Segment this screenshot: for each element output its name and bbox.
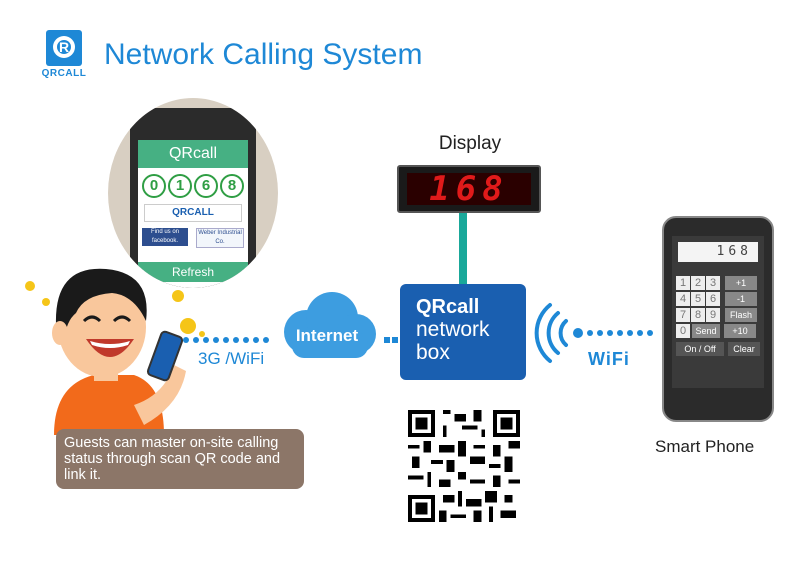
network-box: QRcall network box: [400, 284, 526, 380]
key-2[interactable]: 2: [691, 276, 705, 290]
network-box-line1: QRcall: [416, 296, 480, 318]
led-display: 168: [397, 165, 541, 213]
on-off-button[interactable]: On / Off: [676, 342, 724, 356]
guest-note: Guests can master on-site calling status…: [56, 429, 304, 489]
app-badges: Find us on facebook. Weber Industrial Co…: [142, 228, 244, 248]
page-title: Network Calling System: [104, 38, 423, 71]
send-button[interactable]: Send: [692, 324, 720, 338]
app-digits: 0 1 6 8: [138, 174, 248, 198]
key-7[interactable]: 7: [676, 308, 690, 322]
network-box-line2: network: [416, 318, 490, 341]
app-digit: 8: [220, 174, 244, 198]
cloud-icon: [284, 292, 376, 358]
key-5[interactable]: 5: [691, 292, 705, 306]
key-9[interactable]: 9: [706, 308, 720, 322]
phone-screen: 168 1 2 3 +1 4 5 6 -1 7 8 9 Flash 0: [672, 236, 764, 388]
qr-code: [408, 410, 520, 522]
qrcall-logo-icon: R: [46, 30, 82, 66]
app-brand: QRCALL: [144, 204, 242, 222]
app-digit: 0: [142, 174, 166, 198]
mobile-link-label: 3G /WiFi: [198, 349, 265, 368]
internet-label: Internet: [295, 326, 359, 345]
display-label: Display: [438, 133, 502, 154]
logo-text: QRCALL: [41, 68, 87, 79]
clear-button[interactable]: Clear: [728, 342, 760, 356]
key-6[interactable]: 6: [706, 292, 720, 306]
display-stand: [459, 213, 467, 288]
smart-phone-caption: Smart Phone: [655, 437, 755, 456]
bubble-phone-screen: QRcall 0 1 6 8 QRCALL Find us on faceboo…: [138, 140, 248, 288]
weber-badge[interactable]: Weber Industrial Co.: [196, 228, 244, 248]
plus-one-button[interactable]: +1: [725, 276, 757, 290]
app-preview-bubble: QRcall 0 1 6 8 QRCALL Find us on faceboo…: [108, 98, 278, 288]
plus-ten-button[interactable]: +10: [724, 324, 756, 338]
keypad: 1 2 3 +1 4 5 6 -1 7 8 9 Flash 0 Send +10: [676, 276, 760, 358]
facebook-badge[interactable]: Find us on facebook.: [142, 228, 188, 246]
bubble-phone: QRcall 0 1 6 8 QRCALL Find us on faceboo…: [130, 108, 256, 288]
key-1[interactable]: 1: [676, 276, 690, 290]
minus-one-button[interactable]: -1: [725, 292, 757, 306]
phone-number-display: 168: [678, 242, 758, 262]
guest-person-illustration: [52, 268, 186, 435]
wifi-label: WiFi: [588, 349, 630, 369]
app-title: QRcall: [138, 140, 248, 168]
network-box-line3: box: [416, 341, 450, 364]
key-8[interactable]: 8: [691, 308, 705, 322]
key-3[interactable]: 3: [706, 276, 720, 290]
app-digit: 6: [194, 174, 218, 198]
app-digit: 1: [168, 174, 192, 198]
key-0[interactable]: 0: [676, 324, 690, 338]
led-digits: 168: [429, 169, 509, 209]
key-4[interactable]: 4: [676, 292, 690, 306]
svg-text:R: R: [59, 39, 69, 55]
refresh-button[interactable]: Refresh: [138, 262, 248, 282]
smart-phone: 168 1 2 3 +1 4 5 6 -1 7 8 9 Flash 0: [662, 216, 774, 422]
flash-button[interactable]: Flash: [725, 308, 757, 322]
